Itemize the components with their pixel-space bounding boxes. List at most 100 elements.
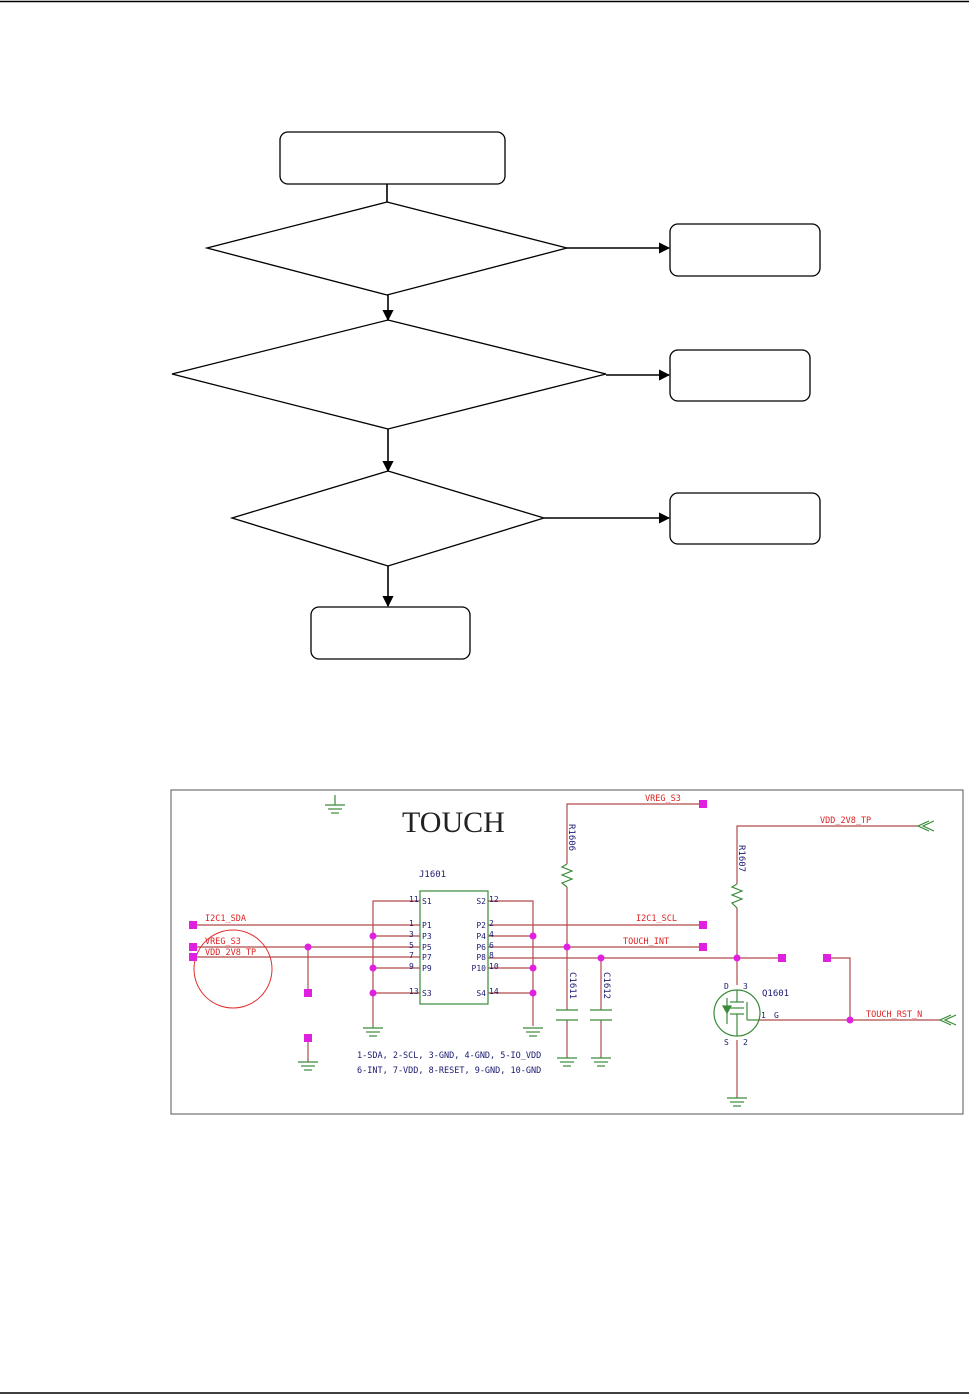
rail-arrow-vdd bbox=[916, 820, 935, 832]
connector-pin-name: P1 bbox=[422, 921, 432, 930]
junction-dot bbox=[529, 989, 537, 997]
port-square bbox=[189, 953, 197, 961]
flowchart-connectors bbox=[382, 184, 671, 608]
ground-symbol-c1612 bbox=[591, 1057, 611, 1067]
flow-start-box bbox=[279, 131, 506, 185]
ground-symbol-strap-right bbox=[523, 1027, 543, 1037]
connector-pin-number: 10 bbox=[489, 962, 499, 971]
port-square bbox=[189, 943, 197, 951]
junction-dot bbox=[733, 954, 741, 962]
junctions bbox=[189, 800, 854, 1042]
rail-arrow-reset bbox=[938, 1014, 957, 1026]
pin-note-line-2: 6-INT, 7-VDD, 8-RESET, 9-GND, 10-GND bbox=[357, 1066, 541, 1076]
capacitor-c1611-label: C1611 bbox=[567, 972, 577, 999]
net-label-vdd-left: VDD_2V8_TP bbox=[205, 948, 256, 958]
mosfet-pin1-label: 1 bbox=[761, 1011, 766, 1020]
port-square bbox=[304, 1034, 312, 1042]
connector-pin-number: 2 bbox=[489, 919, 494, 928]
mosfet-pin3-label: 3 bbox=[743, 982, 748, 991]
net-labels: I2C1_SDA VREG_S3 VDD_2V8_TP VREG_S3 I2C1… bbox=[205, 794, 922, 1020]
net-label-i2c-scl: I2C1_SCL bbox=[636, 914, 677, 924]
net-label-vdd-top: VDD_2V8_TP bbox=[820, 816, 871, 826]
highlight-circle bbox=[193, 929, 273, 1009]
net-label-vreg-top: VREG_S3 bbox=[645, 794, 681, 804]
flow-result-box-1 bbox=[669, 223, 821, 277]
ground-symbol-c1611 bbox=[557, 1057, 577, 1067]
connector-pin-number: 1 bbox=[409, 919, 414, 928]
connector-pin-name: P8 bbox=[476, 953, 486, 962]
connector-pin-number: 5 bbox=[409, 941, 414, 950]
connector-ref: J1601 bbox=[419, 870, 446, 880]
pin-note-line-1: 1-SDA, 2-SCL, 3-GND, 4-GND, 5-IO_VDD bbox=[357, 1051, 541, 1061]
flowchart bbox=[171, 131, 821, 660]
junction-dot bbox=[529, 932, 537, 940]
mosfet-g-label: G bbox=[774, 1011, 779, 1020]
net-label-touch-rst: TOUCH_RST_N bbox=[866, 1010, 922, 1020]
connector-pin-name: S4 bbox=[476, 989, 486, 998]
net-label-vreg-left: VREG_S3 bbox=[205, 937, 241, 947]
connector-pin-name: P10 bbox=[472, 964, 487, 973]
flow-end-box bbox=[310, 606, 471, 660]
connector-pin-number: 14 bbox=[489, 987, 499, 996]
connector-pin-name: P4 bbox=[476, 932, 486, 941]
flow-result-box-2 bbox=[669, 349, 811, 402]
connector-pin-number: 8 bbox=[489, 951, 494, 960]
connector-pin-number: 9 bbox=[409, 962, 414, 971]
connector-pin-number: 13 bbox=[409, 987, 419, 996]
connector-pin-number: 6 bbox=[489, 941, 494, 950]
port-square bbox=[699, 800, 707, 808]
resistor-r1607 bbox=[730, 883, 744, 909]
connector-pin-name: P3 bbox=[422, 932, 432, 941]
net-label-i2c-sda: I2C1_SDA bbox=[205, 914, 246, 924]
touch-schematic: TOUCH bbox=[170, 789, 964, 1115]
resistor-r1606 bbox=[560, 863, 574, 888]
schematic-wires bbox=[193, 803, 940, 1098]
flow-decision-1 bbox=[204, 201, 570, 296]
port-square bbox=[699, 921, 707, 929]
flow-decision-3 bbox=[229, 470, 547, 567]
mosfet-d-label: D bbox=[724, 982, 729, 991]
junction-dot bbox=[597, 954, 605, 962]
junction-dot bbox=[529, 964, 537, 972]
junction-dot bbox=[846, 1016, 854, 1024]
junction-dot bbox=[563, 943, 571, 951]
connector-pin-name: S1 bbox=[422, 897, 432, 906]
schematic-title: TOUCH bbox=[402, 806, 505, 839]
port-square bbox=[699, 943, 707, 951]
ground-symbols bbox=[298, 1026, 747, 1107]
connector-pin-name: P6 bbox=[476, 943, 486, 952]
ground-symbol-top bbox=[325, 795, 345, 814]
net-label-touch-int: TOUCH_INT bbox=[623, 937, 669, 947]
port-square bbox=[304, 989, 312, 997]
connector-j1601-body bbox=[419, 890, 489, 1005]
connector-pin-name: P5 bbox=[422, 943, 432, 952]
capacitor-c1611 bbox=[556, 1009, 578, 1021]
connector-pin-number: 7 bbox=[409, 951, 414, 960]
connector-pin-number: 11 bbox=[409, 895, 419, 904]
mosfet-s-label: S bbox=[724, 1038, 729, 1047]
connector-pin-name: S2 bbox=[476, 897, 486, 906]
capacitor-c1612-label: C1612 bbox=[601, 972, 611, 999]
port-square bbox=[189, 921, 197, 929]
flow-result-box-3 bbox=[669, 492, 821, 545]
junction-dot bbox=[369, 932, 377, 940]
junction-dot bbox=[369, 989, 377, 997]
ground-symbol-left bbox=[298, 1061, 318, 1071]
connector-pin-number: 3 bbox=[409, 930, 414, 939]
connector-pin-name: S3 bbox=[422, 989, 432, 998]
connector-pin-number: 4 bbox=[489, 930, 494, 939]
junction-dot bbox=[304, 943, 312, 951]
ground-symbol-strap-left bbox=[363, 1026, 383, 1037]
capacitor-c1612 bbox=[590, 1009, 612, 1021]
connector-pin-name: P7 bbox=[422, 953, 432, 962]
resistor-r1606-label: R1606 bbox=[566, 824, 576, 851]
ground-symbol-mosfet bbox=[727, 1097, 747, 1107]
connector-pin-name: P9 bbox=[422, 964, 432, 973]
junction-dot bbox=[369, 964, 377, 972]
mosfet-pin2-label: 2 bbox=[743, 1038, 748, 1047]
mosfet-ref-label: Q1601 bbox=[762, 989, 789, 999]
port-square bbox=[823, 954, 831, 962]
